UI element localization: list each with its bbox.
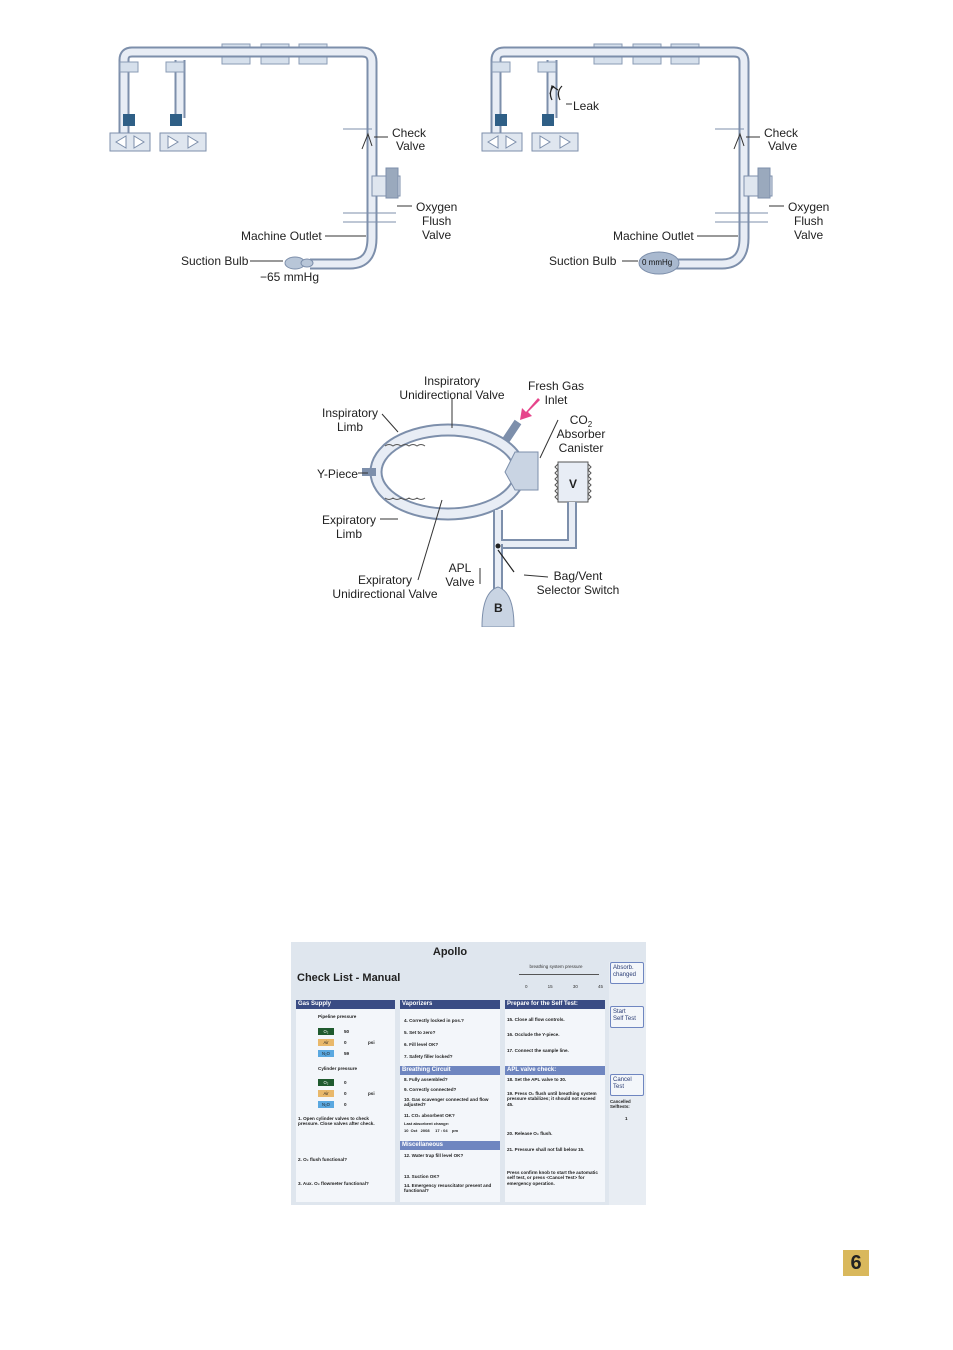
pipeline-o2-value: 50: [344, 1029, 350, 1034]
right-pressure-label: 0 mmHg: [642, 258, 672, 267]
bsp-tick: 15: [547, 984, 553, 989]
ypiece-label: Y-Piece: [317, 467, 358, 481]
self-test-column: Prepare for the Self Test: 15. Close all…: [505, 1000, 605, 1202]
breathing-item: 9. Correctly connected?: [404, 1087, 457, 1092]
apollo-title: Apollo: [432, 946, 468, 958]
breathing-pressure-gauge: breathing system pressure 0 15 30 45: [505, 964, 607, 996]
gas-supply-item: 1. Open cylinder valves to check pressur…: [298, 1116, 375, 1127]
apl-item: 18. Set the APL valve to 30.: [507, 1077, 567, 1082]
self-test-instructions: Press confirm knob to start the automati…: [507, 1170, 598, 1186]
vaporizer-item: 7. Safety filler locked?: [404, 1054, 453, 1059]
vaporizer-item: 4. Correctly locked in pos.?: [404, 1018, 464, 1023]
breathing-circuit-header: Breathing Circuit: [400, 1066, 500, 1075]
bsp-tick: 0: [525, 984, 528, 989]
pipeline-air-value: 0: [344, 1040, 347, 1045]
gas-supply-item: 3. Aux. O₂ flowmeter functional?: [298, 1181, 369, 1186]
prepare-header: Prepare for the Self Test:: [505, 1000, 605, 1009]
right-suction-bulb-label: Suction Bulb: [549, 254, 617, 268]
last-absorbent-value: 10 Oct 2008 17 : 04 pm: [404, 1128, 459, 1133]
apl-item: 21. Pressure shall not fall below 15.: [507, 1147, 585, 1152]
cylinder-air-value: 0: [344, 1091, 347, 1096]
bsp-tick: 45: [597, 984, 603, 989]
vaporizer-item: 5. Set to zero?: [404, 1030, 436, 1035]
right-leak-label: Leak: [573, 99, 600, 113]
pipeline-n2o-value: 59: [344, 1051, 350, 1056]
prepare-item: 15. Close all flow controls.: [507, 1017, 565, 1022]
bsp-label: breathing system pressure: [529, 964, 583, 969]
prepare-item: 16. Occlude the Y-piece.: [507, 1032, 560, 1037]
prepare-item: 17. Connect the sample line.: [507, 1048, 569, 1053]
apollo-screen: Apollo Check List - Manual breathing sys…: [291, 942, 646, 1205]
misc-item: 12. Water trap fill level OK?: [404, 1153, 464, 1158]
vaporizers-header: Vaporizers: [400, 1000, 500, 1009]
apl-check-header: APL valve check:: [505, 1066, 605, 1075]
last-absorbent-label: Last absorbent change:: [404, 1121, 450, 1126]
bag-b-label: B: [494, 601, 503, 615]
gas-supply-item: 2. O₂ flush functional?: [298, 1157, 347, 1162]
apl-item: 19. Press O₂ flush until breathing syste…: [507, 1091, 597, 1107]
vaporizer-item: 6. Fill level OK?: [404, 1042, 439, 1047]
page-number-badge: 6: [843, 1250, 869, 1276]
right-machine-outlet-label: Machine Outlet: [613, 229, 694, 243]
leak-arrow-icon: [549, 85, 563, 101]
ventilator-v-label: V: [569, 477, 577, 491]
cancelled-selftests-label: Cancelled Selftests:: [610, 1099, 631, 1110]
breathing-item: 11. CO₂ absorbent OK?: [404, 1113, 455, 1118]
breathing-item: 8. Fully assembled?: [404, 1077, 448, 1082]
left-machine-outlet-label: Machine Outlet: [241, 229, 322, 243]
fresh-gas-arrow-icon: [520, 398, 540, 420]
breathing-item: 10. Gas scavenger connected and flow adj…: [404, 1097, 489, 1108]
cylinder-o2-value: 0: [344, 1080, 347, 1085]
middle-column: Vaporizers 4. Correctly locked in pos.? …: [400, 1000, 500, 1202]
pipeline-unit: psi: [368, 1040, 375, 1045]
cylinder-n2o-value: 0: [344, 1102, 347, 1107]
misc-item: 14. Emergency resuscitator present and f…: [404, 1183, 492, 1194]
cancelled-selftests-value: 1: [625, 1116, 628, 1121]
apl-item: 20. Release O₂ flush.: [507, 1131, 553, 1136]
left-suction-bulb-label: Suction Bulb: [181, 254, 249, 268]
cylinder-unit: psi: [368, 1091, 375, 1096]
pipeline-n2o: N₂O: [318, 1050, 334, 1057]
checklist-title: Check List - Manual: [297, 972, 401, 984]
cylinder-o2: O₂: [318, 1079, 334, 1086]
absorb-changed-button[interactable]: Absorb.changed: [610, 962, 644, 984]
pipeline-o2: O₂: [318, 1028, 334, 1035]
bsp-scale: [519, 974, 599, 983]
gas-supply-header: Gas Supply: [296, 1000, 395, 1009]
misc-item: 13. Suction OK?: [404, 1174, 440, 1179]
left-pressure-label: −65 mmHg: [260, 270, 319, 284]
pipeline-label: Pipeline pressure: [318, 1014, 357, 1019]
gas-supply-panel: Gas Supply Pipeline pressure O₂ Air N₂O …: [296, 1000, 395, 1202]
cylinder-n2o: N₂O: [318, 1101, 334, 1108]
pipeline-air: Air: [318, 1039, 334, 1046]
cylinder-air: Air: [318, 1090, 334, 1097]
cylinder-label: Cylinder pressure: [318, 1066, 358, 1071]
miscellaneous-header: Miscellaneous: [400, 1141, 500, 1150]
bsp-tick: 30: [572, 984, 578, 989]
